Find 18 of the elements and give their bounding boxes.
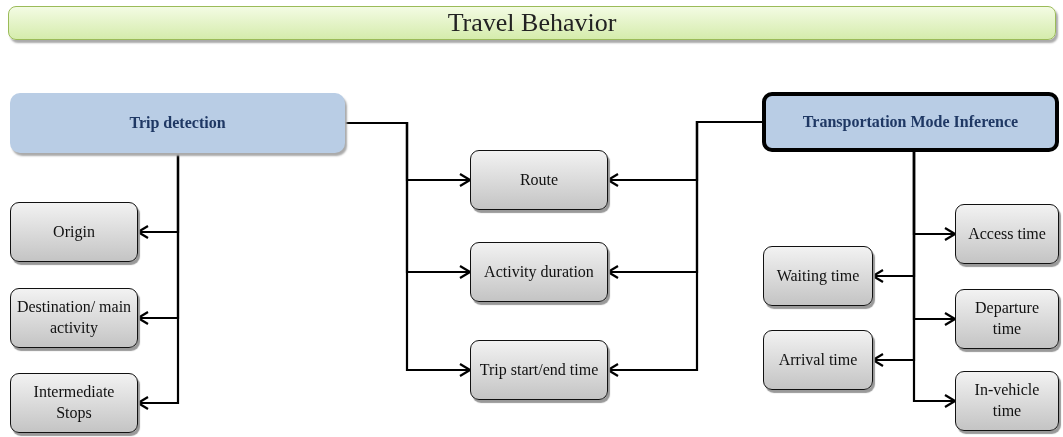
attribute-box: Route xyxy=(470,150,608,210)
category-box: Transportation Mode Inference xyxy=(762,92,1059,152)
attribute-box: Destination/ main activity xyxy=(10,288,138,348)
arrow xyxy=(345,121,472,378)
arrow xyxy=(136,153,180,411)
title-banner: Travel Behavior xyxy=(8,6,1056,40)
attribute-box: Origin xyxy=(10,202,138,262)
attribute-box: Arrival time xyxy=(763,330,873,390)
attribute-box: Intermediate Stops xyxy=(10,373,138,433)
attribute-box: Trip start/end time xyxy=(470,340,608,400)
category-box: Trip detection xyxy=(10,93,345,153)
attribute-box: In-vehicle time xyxy=(955,371,1059,431)
arrow xyxy=(912,152,957,409)
attribute-box: Departure time xyxy=(955,289,1059,349)
arrow xyxy=(606,120,762,378)
attribute-box: Waiting time xyxy=(763,246,873,306)
attribute-box: Activity duration xyxy=(470,242,608,302)
attribute-box: Access time xyxy=(955,204,1059,264)
